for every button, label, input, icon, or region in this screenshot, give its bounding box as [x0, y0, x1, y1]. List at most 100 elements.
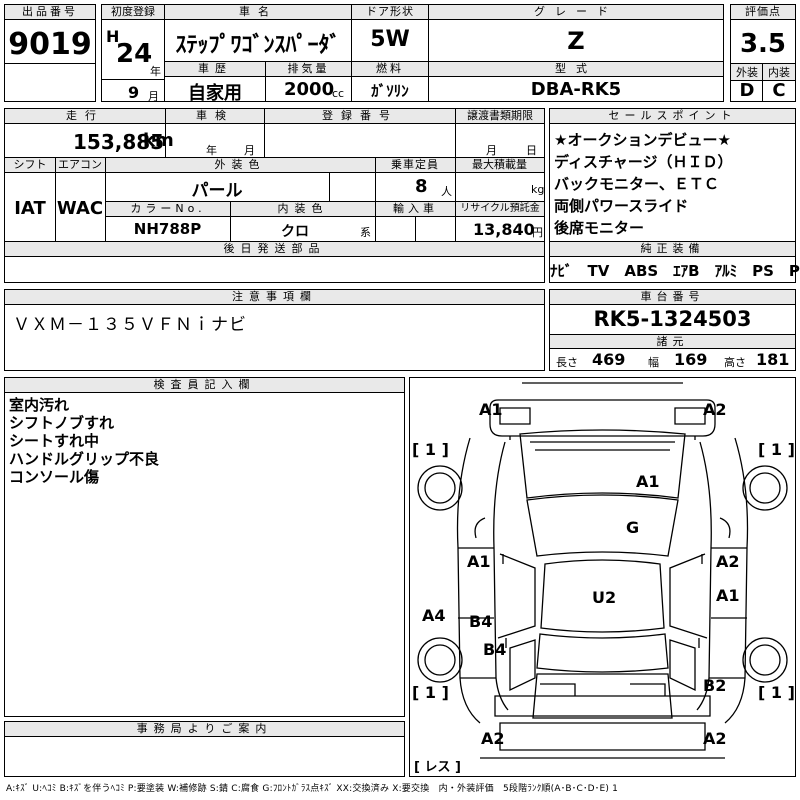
- shift: IAT: [14, 198, 46, 219]
- int-color: クロ: [281, 224, 309, 240]
- fuel: ｶﾞｿﾘﾝ: [371, 82, 409, 100]
- sales-points-header: セールスポイント: [550, 109, 795, 124]
- interior-label: 内装: [763, 64, 795, 81]
- transfer-month-unit: 月: [486, 144, 497, 157]
- damage-left-front-door: A1: [467, 552, 491, 571]
- recycle-header: リサイクル預託金: [456, 202, 544, 217]
- damage-right-quarter: B2: [703, 676, 727, 695]
- length-label: 長さ: [556, 356, 578, 369]
- exterior-grade: D: [739, 80, 755, 101]
- displacement-cell: 排気量 2000 cc: [265, 61, 352, 102]
- cautions-cell: 注意事項欄 ＶＸＭ－１３５ＶＦＮｉナビ: [4, 289, 545, 371]
- reg-year-unit: 年: [150, 65, 161, 78]
- sales-points-list: ★オークションデビュー★ ディスチャージ（ＨＩＤ） バックモニター、ＥＴＣ 両側…: [554, 129, 733, 239]
- sales-point-1: ★オークションデビュー★: [554, 131, 731, 149]
- chassis-header: 車台番号: [550, 290, 795, 305]
- score: 3.5: [739, 29, 787, 59]
- mileage-unit: km: [143, 130, 174, 151]
- recycle-unit: 円: [532, 226, 543, 239]
- color-no: NH788P: [133, 220, 202, 238]
- wheel-rear-right-label: [ 1 ]: [758, 683, 795, 702]
- color-no-header: カラーNo.: [106, 202, 230, 217]
- fuel-header: 燃料: [352, 62, 428, 77]
- interior-grade: C: [772, 80, 786, 101]
- displacement: 2000: [284, 79, 335, 100]
- height-label: 高さ: [724, 356, 746, 369]
- sales-point-2: ディスチャージ（ＨＩＤ）: [554, 153, 733, 171]
- model-code-header: 型式: [429, 62, 723, 77]
- history-header: 車歴: [165, 62, 265, 77]
- lot-number-header: 出品番号: [5, 5, 95, 20]
- model-code: DBA-RK5: [530, 79, 622, 100]
- inspection-cell: 車検 年 月: [165, 108, 265, 158]
- inspector-header: 検査員記入欄: [5, 378, 404, 393]
- genuine-header: 純正装備: [550, 242, 795, 257]
- score-cell: 評価点 3.5 外装 内装 D C: [730, 4, 796, 102]
- inspector-note-4: ハンドルグリップ不良: [9, 450, 160, 468]
- model-code-cell: 型式 DBA-RK5: [428, 61, 724, 102]
- dimensions-header: 諸元: [550, 334, 795, 349]
- first-reg-header: 初度登録: [102, 5, 164, 20]
- mileage: 153,885: [73, 130, 165, 154]
- max-load-unit: kg: [531, 183, 545, 196]
- transfer-day-unit: 日: [526, 144, 537, 157]
- exterior-label: 外装: [731, 64, 763, 81]
- grade-header: グレード: [429, 5, 723, 20]
- damage-windshield: G: [626, 518, 640, 537]
- recycle: 13,840: [473, 220, 535, 239]
- damage-legend: A:ｷｽﾞ U:ﾍｺﾐ B:ｷｽﾞを伴うﾍｺﾐ P:要塗装 W:補修跡 S:錆 …: [6, 784, 619, 794]
- damage-left-quarter: B4: [483, 640, 507, 659]
- reg-year: 24: [116, 39, 153, 69]
- inspector-notes: 室内汚れ シフトノブすれ シートすれ中 ハンドルグリップ不良 コンソール傷: [9, 396, 159, 486]
- damage-left-rear-door: B4: [469, 612, 493, 631]
- capacity-header: 乗車定員: [375, 158, 455, 173]
- width-label: 幅: [648, 356, 659, 369]
- capacity: 8: [415, 176, 428, 197]
- mileage-cell: 走行 153,885 km: [4, 108, 174, 158]
- sales-point-3: バックモニター、ＥＴＣ: [554, 175, 719, 193]
- damage-rear-left: A2: [481, 729, 505, 748]
- inspector-note-5: コンソール傷: [9, 468, 100, 486]
- wheel-rear-left-label: [ 1 ]: [412, 683, 449, 702]
- lot-number-cell: 出品番号 9019: [4, 4, 96, 102]
- grade-cell: グレード Z: [428, 4, 724, 62]
- damage-hood: A1: [636, 472, 660, 491]
- wheel-front-left-label: [ 1 ]: [412, 440, 449, 459]
- reg-no-header: 登録番号: [265, 109, 455, 124]
- door-header: ドア形状: [352, 5, 428, 20]
- door-cell: ドア形状 5W: [351, 4, 429, 62]
- reg-month: 9: [128, 83, 140, 102]
- ext-color-header: 外装色: [105, 158, 375, 173]
- damage-left-side: A4: [422, 606, 446, 625]
- width: 169: [674, 350, 708, 369]
- office-header: 事務局よりご案内: [5, 722, 404, 737]
- sales-points-cell: セールスポイント ★オークションデビュー★ ディスチャージ（ＨＩＤ） バックモニ…: [549, 108, 796, 242]
- int-color-header: 内装色: [231, 202, 375, 217]
- chassis-cell: 車台番号 RK5-1324503 諸元 長さ 469 幅 169 高さ 181: [549, 289, 796, 371]
- score-header: 評価点: [731, 5, 795, 20]
- first-reg-cell: 初度登録 H 24 年 9 月: [101, 4, 165, 103]
- inspector-note-3: シートすれ中: [9, 432, 100, 450]
- int-color-unit: 系: [360, 226, 371, 239]
- les-label: [ レス ]: [414, 760, 461, 775]
- car-name-header: 車名: [165, 5, 351, 20]
- damage-right-rear-door: A1: [716, 586, 740, 605]
- damage-right-front-door: A2: [716, 552, 740, 571]
- later-parts-header: 後日発送部品: [5, 242, 544, 257]
- grade: Z: [567, 27, 585, 55]
- sales-point-4: 両側パワースライド: [554, 197, 689, 215]
- mileage-header: 走行: [5, 109, 165, 124]
- shift-header: シフト: [5, 158, 55, 173]
- damage-front-left: A1: [479, 400, 503, 419]
- inspection-header: 車検: [166, 109, 264, 124]
- damage-rear-right: A2: [703, 729, 727, 748]
- door-type: 5W: [370, 27, 410, 52]
- ext-color: パール: [191, 181, 243, 201]
- cautions-text: ＶＸＭ－１３５ＶＦＮｉナビ: [13, 315, 247, 335]
- inspection-month-unit: 月: [244, 144, 255, 157]
- capacity-unit: 人: [441, 185, 452, 198]
- cautions-header: 注意事項欄: [5, 290, 544, 305]
- inspector-note-1: 室内汚れ: [9, 396, 70, 414]
- office-cell: 事務局よりご案内: [4, 721, 405, 777]
- displacement-header: 排気量: [266, 62, 351, 77]
